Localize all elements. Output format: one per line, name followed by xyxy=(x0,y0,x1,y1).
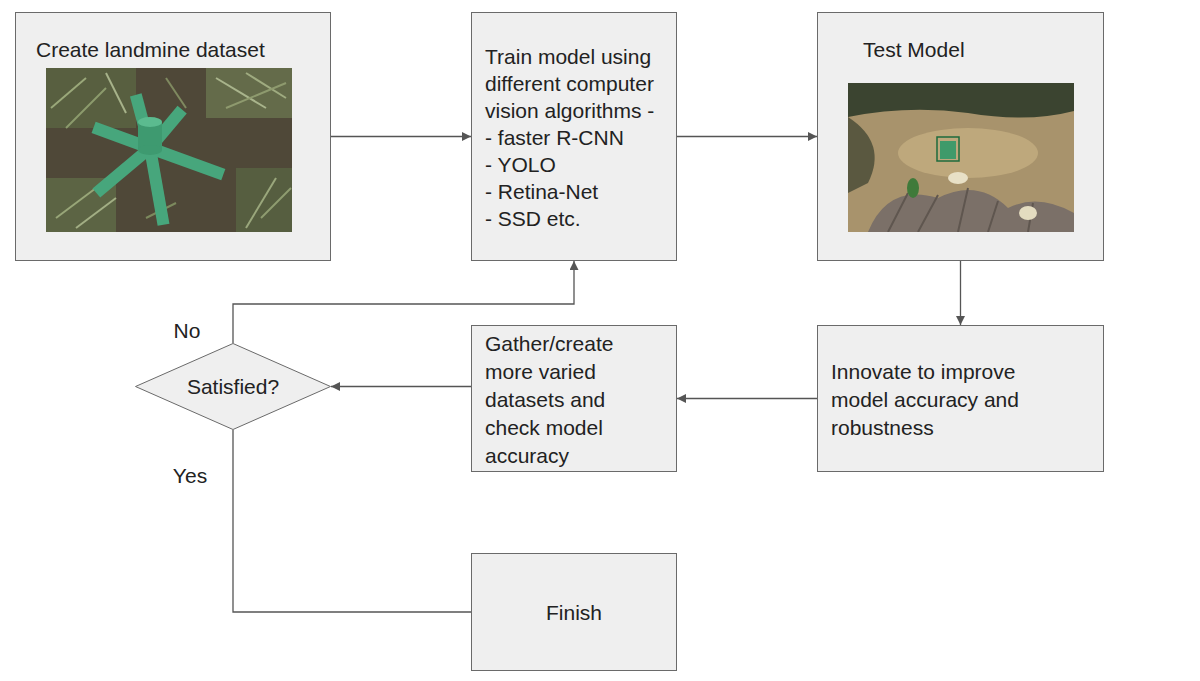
flow-arrow xyxy=(677,136,817,137)
diamond-shape xyxy=(136,344,331,430)
node-text-area: Gather/create more varied datasets and c… xyxy=(485,330,645,470)
node-label: Gather/create more varied datasets and c… xyxy=(485,330,645,470)
terminal-box: Finish xyxy=(471,553,677,671)
edge-label: Yes xyxy=(173,464,207,488)
node-text-area: Satisfied? xyxy=(135,343,331,430)
list-item: - SSD etc. xyxy=(485,205,671,232)
process-box: Create landmine dataset xyxy=(15,12,331,261)
flow-arrow xyxy=(233,430,471,612)
process-box: Gather/create more varied datasets and c… xyxy=(471,325,677,472)
node-text-area: Finish xyxy=(472,554,676,670)
flow-arrow xyxy=(331,386,471,387)
node-label: Innovate to improve model accuracy and r… xyxy=(831,358,1061,442)
flow-arrow xyxy=(960,261,961,325)
list-item: - Retina-Net xyxy=(485,178,671,205)
node-text-area: Train model using different computer vis… xyxy=(485,43,671,232)
list-item: - faster R-CNN xyxy=(485,124,671,151)
node-text-area: Create landmine dataset xyxy=(36,36,326,63)
flow-arrow xyxy=(677,398,817,399)
node-label: Test Model xyxy=(863,36,1093,63)
process-box: Test Model xyxy=(817,12,1104,261)
list-item: - YOLO xyxy=(485,151,671,178)
decision-diamond: Satisfied? xyxy=(135,343,331,430)
node-text-area: Test Model xyxy=(863,36,1093,63)
node-label: Finish xyxy=(546,599,602,626)
edge-label: No xyxy=(174,319,201,343)
node-label: Satisfied? xyxy=(187,373,279,400)
node-label: Create landmine dataset xyxy=(36,36,326,63)
flow-arrow xyxy=(331,136,471,137)
node-label: Train model using different computer vis… xyxy=(485,43,671,124)
process-box: Train model using different computer vis… xyxy=(471,12,677,261)
process-box: Innovate to improve model accuracy and r… xyxy=(817,325,1104,472)
node-text-area: Innovate to improve model accuracy and r… xyxy=(831,358,1061,442)
